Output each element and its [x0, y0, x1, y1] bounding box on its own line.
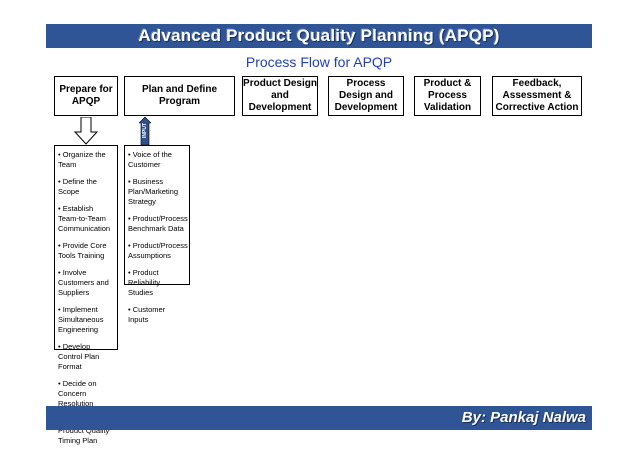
- page-title: Advanced Product Quality Planning (APQP): [138, 26, 500, 45]
- header-banner: Advanced Product Quality Planning (APQP): [46, 24, 592, 48]
- down-arrow-icon: [74, 117, 98, 145]
- stage-label: Feedback, Assessment & Corrective Action: [495, 78, 579, 113]
- stage-label: Process Design and Development: [334, 78, 398, 113]
- list-item: Establish Team-to-Team Communication: [58, 204, 114, 234]
- stage-product-design: Product Design and Development: [242, 76, 318, 116]
- list-item: Organize the Team: [58, 150, 114, 170]
- list-item: Develop Control Plan Format: [58, 342, 114, 372]
- list-item: Define the Scope: [58, 177, 114, 197]
- list-item: Voice of the Customer: [128, 150, 186, 170]
- diagram-subtitle: Process Flow for APQP: [245, 54, 393, 70]
- list-item: Product Reliability Studies: [128, 268, 186, 298]
- stage-prepare-for-apqp: Prepare for APQP: [54, 76, 118, 116]
- stage-validation: Product & Process Validation: [414, 76, 481, 116]
- footer-banner: By: Pankaj Nalwa: [46, 406, 592, 430]
- list-item: Business Plan/Marketing Strategy: [128, 177, 186, 207]
- stage-label: Product & Process Validation: [423, 78, 472, 113]
- author-credit: By: Pankaj Nalwa: [461, 409, 586, 426]
- stage-feedback: Feedback, Assessment & Corrective Action: [492, 76, 582, 116]
- list-item: Involve Customers and Suppliers: [58, 268, 114, 298]
- list-item: Product/Process Assumptions: [128, 241, 188, 261]
- list-item: Provide Core Tools Training: [58, 241, 114, 261]
- stage-plan-and-define: Plan and Define Program: [124, 76, 235, 116]
- list-item: Customer Inputs: [128, 305, 186, 325]
- list-item: Decide on Concern Resolution: [58, 379, 114, 409]
- stage-label: Plan and Define Program: [141, 84, 217, 107]
- stage-label: Product Design and Development: [243, 78, 317, 113]
- stage-process-design: Process Design and Development: [328, 76, 404, 116]
- input-arrow-icon: [139, 117, 151, 145]
- stage-label: Prepare for APQP: [59, 84, 113, 107]
- list-item: Product/Process Benchmark Data: [128, 214, 188, 234]
- plan-inputs-list: Voice of the Customer Business Plan/Mark…: [124, 145, 190, 324]
- list-item: Implement Simultaneous Engineering: [58, 305, 114, 335]
- input-label: INPUT: [142, 123, 148, 139]
- prepare-activities-list: Organize the Team Define the Scope Estab…: [54, 145, 118, 445]
